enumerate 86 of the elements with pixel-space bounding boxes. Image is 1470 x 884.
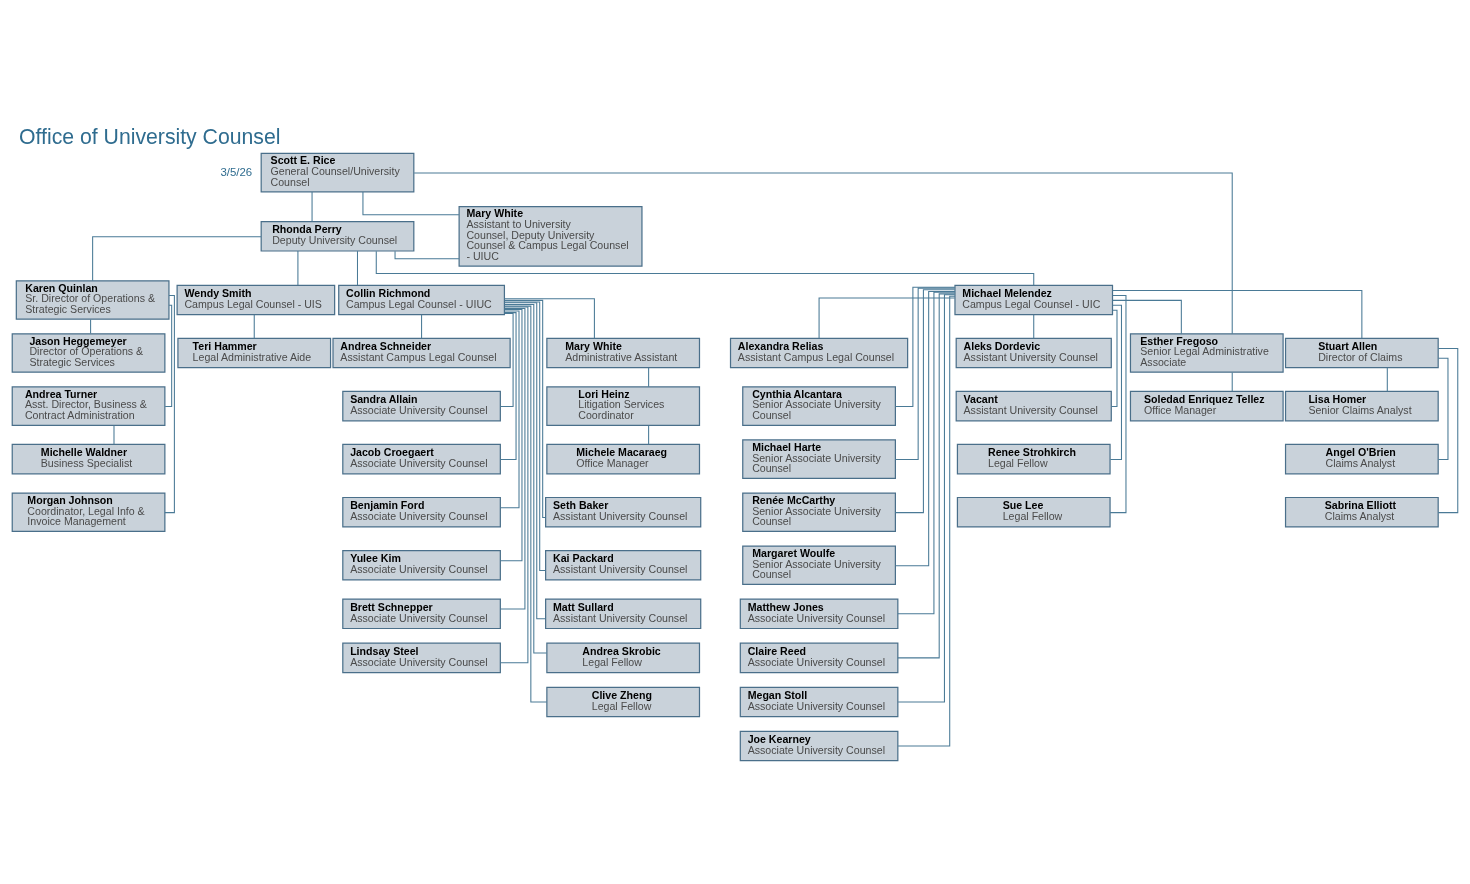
connector [894, 287, 956, 461]
node-box: Michael Melendez Campus Legal Counsel - UIC [954, 284, 1114, 316]
node-box: Sabrina Elliott Claims Analyst [1284, 496, 1439, 528]
node-box: Scott E. Rice General Counsel/University Counsel [260, 152, 415, 193]
node-box: Teri Hammer Legal Administrative Aide [177, 337, 332, 369]
diagram-title: Office of University Counsel [19, 124, 281, 148]
node-box: Sue Lee Legal Fellow [956, 496, 1111, 528]
connector [1112, 299, 1182, 335]
connector [297, 250, 299, 286]
node-box: Lisa Homer Senior Claims Analyst [1284, 390, 1439, 422]
connector [499, 310, 520, 509]
node-box: Michele Macaraeg Office Manager [546, 443, 701, 475]
connector [164, 294, 175, 514]
connector [413, 172, 1233, 335]
connector [894, 290, 956, 567]
node-box: Collin Richmond Campus Legal Counsel - UIUC [338, 284, 506, 316]
node-box: Yulee Kim Associate University Counsel [342, 549, 501, 581]
connector [375, 250, 1035, 286]
node-box: Cynthia Alcantara Senior Associate University Counsel [742, 386, 896, 426]
connector [90, 318, 92, 335]
node-box: Michael Harte Senior Associate University Counsel [742, 439, 896, 479]
connector [356, 250, 359, 286]
connector [164, 304, 173, 407]
connector [1109, 304, 1122, 461]
connector [499, 308, 523, 562]
connector [504, 299, 546, 519]
connector [362, 191, 460, 216]
connector [253, 314, 255, 339]
node-box: Kai Packard Assistant University Counsel [545, 549, 702, 581]
node-box: Vacant Assistant University Counsel [955, 390, 1112, 422]
connector [1033, 314, 1035, 339]
connector [421, 314, 423, 339]
node-box: Clive Zheng Legal Fellow [546, 686, 701, 718]
connector [499, 312, 514, 407]
connector [1437, 357, 1449, 461]
node-box: Joe Kearney Associate University Counsel [739, 730, 899, 762]
connector [894, 289, 956, 514]
node-box: Andrea Skrobic Legal Fellow [546, 642, 701, 674]
node-box: Renee Strohkirch Legal Fellow [956, 443, 1111, 475]
node-box: Esther Fregoso Senior Legal Administrative Associate [1129, 333, 1284, 373]
node-box: Renée McCarthy Senior Associate University Counsel [742, 492, 896, 532]
node-box: Wendy Smith Campus Legal Counsel - UIS [176, 284, 336, 316]
connector [1386, 367, 1388, 392]
node-box: Jacob Croegaert Associate University Counsel [342, 443, 501, 475]
connector [1437, 348, 1459, 514]
node-box: Jason Heggemeyer Director of Operations & Strategic Services [11, 333, 166, 373]
node-box: Stuart Allen Director of Claims [1284, 337, 1439, 369]
node-box: Aleks Dordevic Assistant University Counsel [955, 337, 1112, 369]
node-box: Karen Quinlan Sr. Director of Operations & Strategic Services [15, 280, 170, 320]
connector [1112, 290, 1363, 339]
node-box: Brett Schnepper Associate University Counsel [342, 598, 501, 630]
node-box: Benjamin Ford Associate University Counsel [342, 496, 501, 528]
connector [499, 312, 517, 461]
node-box: Megan Stoll Associate University Counsel [739, 686, 899, 718]
node-box: Claire Reed Associate University Counsel [739, 642, 899, 674]
connector [818, 297, 956, 339]
node-box: Sandra Allain Associate University Counsel [342, 390, 501, 422]
node-box: Alexandra Relias Assistant Campus Legal Counsel [729, 337, 909, 369]
node-box: Matt Sullard Assistant University Counsel [545, 598, 702, 630]
connector [648, 367, 650, 388]
label: 3/5/26 [220, 165, 253, 178]
node-box: Seth Baker Assistant University Counsel [545, 496, 702, 528]
connector [499, 308, 526, 610]
node-box: Michelle Waldner Business Specialist [11, 443, 166, 475]
connector [113, 425, 115, 445]
connector [1111, 309, 1118, 407]
connector [648, 425, 650, 445]
node-box: Andrea Turner Asst. Director, Business & Contract Administration [11, 386, 166, 426]
node-box: Lori Heinz Litigation Services Coordinator [546, 386, 701, 426]
connector [1231, 371, 1233, 392]
node-box: Morgan Johnson Coordinator, Legal Info & Invoice Management [11, 492, 166, 532]
node-box: Mary White Administrative Assistant [546, 337, 701, 369]
node-box: Angel O'Brien Claims Analyst [1284, 443, 1439, 475]
connector [504, 301, 546, 572]
node-box: Andrea Schneider Assistant Campus Legal Counsel [332, 337, 511, 369]
node-box: Rhonda Perry Deputy University Counsel [260, 221, 415, 252]
connector [311, 191, 313, 222]
connector [92, 236, 262, 282]
node-box: Margaret Woulfe Senior Associate University Counsel [742, 545, 896, 586]
connector [500, 306, 529, 664]
node-box: Matthew Jones Associate University Counsel [739, 598, 899, 630]
node-box: Mary White Assistant to University Counsel, Deputy University Counsel & Campus Legal Counsel - UIUC [458, 205, 643, 267]
node-box: Soledad Enriquez Tellez Office Manager [1129, 390, 1284, 422]
node-box: Lindsay Steel Associate University Counsel [342, 642, 501, 674]
connector [394, 250, 460, 260]
connector [503, 298, 595, 339]
